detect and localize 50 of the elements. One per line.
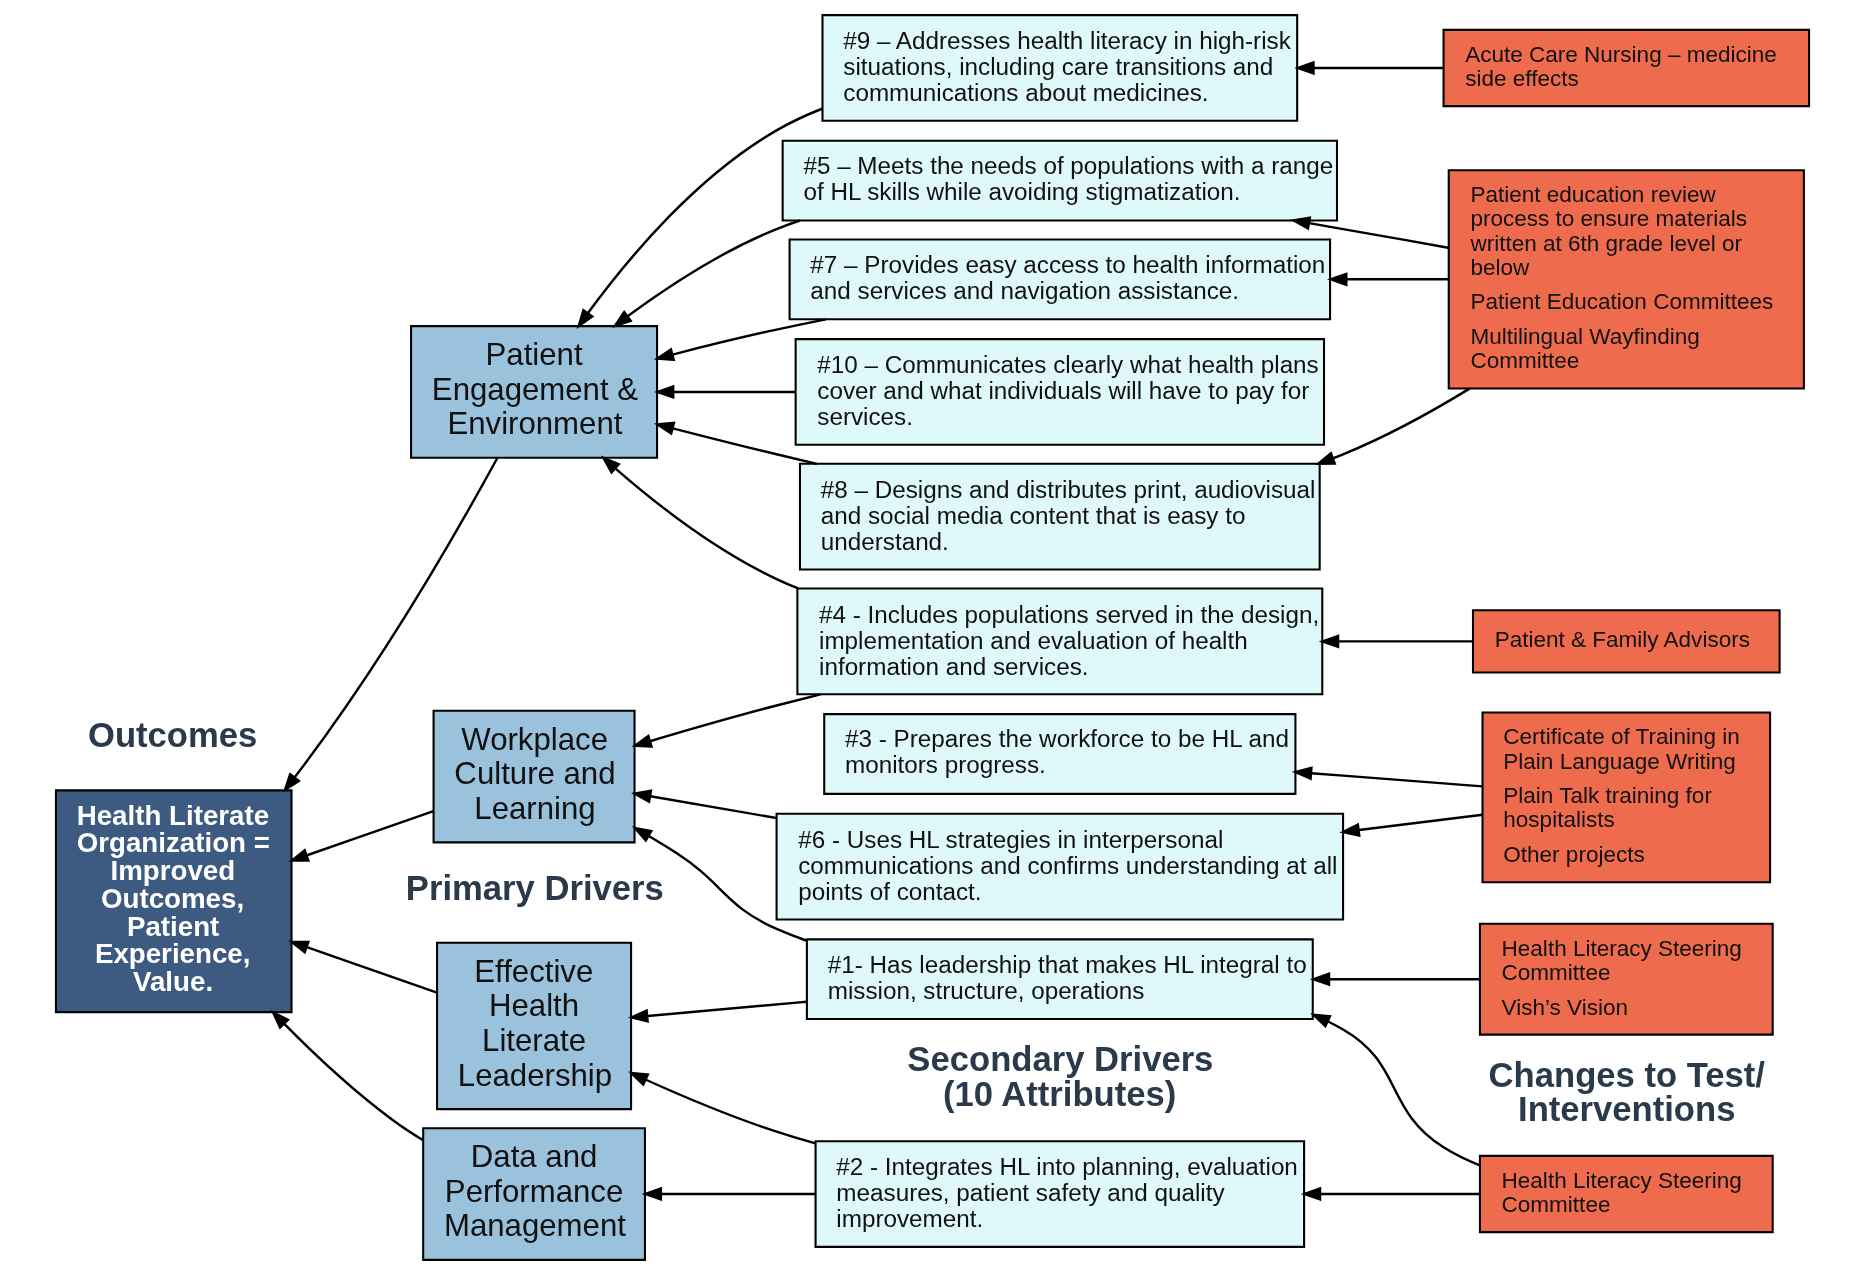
arrow — [1289, 216, 1448, 249]
node-box: Workplace Culture and Learning — [432, 709, 636, 844]
arrow — [1309, 1013, 1480, 1167]
node-box: Health Literate Organization = Improved Outcomes, Patient Experience, Value. — [54, 789, 293, 1014]
arrow — [287, 809, 434, 862]
node-box: #9 – Addresses health literacy in high-risk situations, including care transitions and communications about medicines. — [820, 14, 1298, 122]
arrow — [1314, 387, 1470, 466]
arrow — [630, 693, 821, 748]
label: Changes to Test/ Interventions — [1488, 1055, 1765, 1129]
arrow — [600, 455, 799, 590]
node-box: #2 - Integrates HL into planning, evaluation measures, patient safety and quality improvement. — [814, 1140, 1305, 1248]
node-box: #1- Has leadership that makes HL integral to mission, structure, operations — [805, 938, 1314, 1021]
arrow — [653, 384, 795, 400]
node-box: Acute Care Nursing – medicine side effects — [1442, 28, 1810, 108]
node-box: Health Literacy Steering Committee Vish’s Vision — [1478, 922, 1774, 1036]
arrow — [1309, 972, 1479, 987]
label: Primary Drivers — [405, 868, 664, 907]
arrow — [641, 1186, 815, 1202]
arrow — [1291, 766, 1482, 788]
arrow — [1338, 813, 1483, 838]
node-box: #5 – Meets the needs of populations with a range of HL skills while avoiding stigmatization. — [781, 139, 1338, 222]
node-box: Data and Performance Management — [421, 1127, 646, 1261]
arrow — [576, 107, 822, 329]
node-box: Patient education review process to ensure materials written at 6th grade level or below Patient Education Committees Multilingual Wayfinding Committee — [1447, 169, 1805, 390]
node-box: #6 - Uses HL strategies in interpersonal communications and confirms understanding at all points of contact. — [775, 812, 1344, 921]
node-box: #7 – Provides easy access to health information and services and navigation assistance. — [788, 238, 1331, 321]
label: Outcomes — [87, 716, 257, 755]
arrow — [627, 1000, 807, 1024]
label: Secondary Drivers (10 Attributes) — [906, 1040, 1213, 1113]
arrow — [627, 1071, 816, 1145]
arrow — [631, 826, 807, 942]
arrow — [1326, 272, 1448, 287]
node-box: #4 - Includes populations served in the design, implementation and evaluation of health information and services. — [795, 587, 1323, 696]
node-box: #3 - Prepares the workforce to be HL and monitors progress. — [822, 713, 1296, 795]
node-box: Health Literacy Steering Committee — [1478, 1154, 1774, 1234]
node-box: Patient Engagement & Environment — [409, 325, 658, 459]
arrow — [611, 219, 800, 328]
node-box: Effective Health Literate Leadership — [435, 941, 632, 1111]
node-box: Certificate of Training in Plain Language Writing Plain Talk training for hospitalists Other projects — [1481, 711, 1771, 884]
arrow — [630, 789, 776, 820]
arrow — [1293, 60, 1443, 76]
arrow — [270, 1009, 424, 1142]
arrow — [282, 457, 498, 793]
arrow — [287, 940, 437, 994]
arrow — [1300, 1186, 1480, 1202]
node-box: Patient & Family Advisors — [1471, 609, 1781, 674]
node-box: #10 – Communicates clearly what health plans cover and what individuals will have to pay for services. — [794, 338, 1325, 446]
arrow — [1318, 634, 1473, 649]
node-box: #8 – Designs and distributes print, audiovisual and social media content that is easy to understand. — [798, 462, 1321, 571]
arrow — [653, 421, 817, 465]
